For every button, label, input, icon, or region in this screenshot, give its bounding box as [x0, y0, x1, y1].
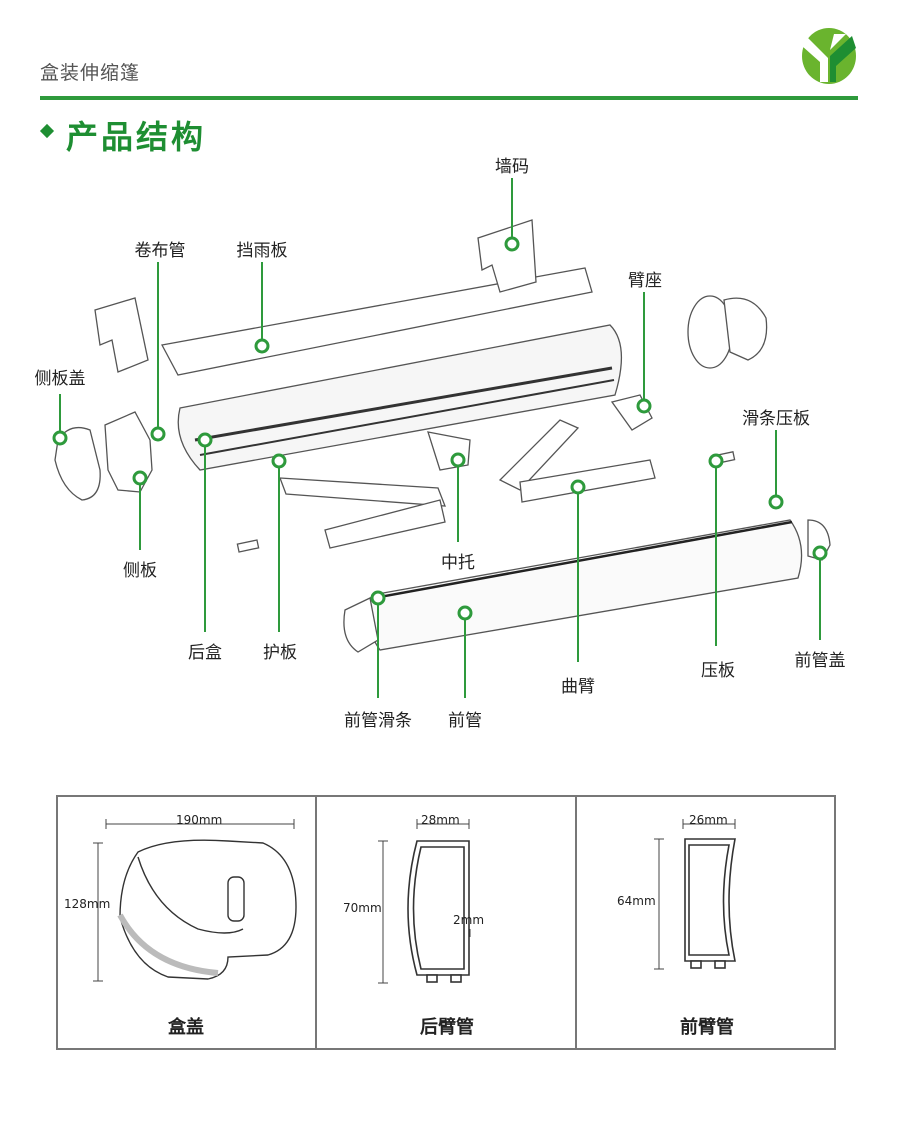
marker-folding-arm	[570, 479, 586, 495]
label-wall-bracket: 墙码	[495, 157, 529, 177]
brand-logo-icon	[802, 28, 856, 84]
dim-box-width: 190mm	[176, 813, 223, 827]
label-rain-cover: 挡雨板	[236, 241, 288, 261]
left-bracket-shape	[94, 297, 149, 373]
profile-name-box-cover: 盒盖	[168, 1017, 204, 1038]
side-cover-shape	[54, 426, 101, 501]
exploded-diagram	[52, 178, 831, 698]
marker-press-plate	[708, 453, 724, 469]
dim-rear-arm-width: 28mm	[421, 813, 460, 827]
dim-front-arm-width: 26mm	[689, 813, 728, 827]
dim-front-arm-height: 64mm	[617, 894, 656, 908]
label-press-plate: 压板	[701, 661, 735, 681]
marker-side-cover	[52, 430, 68, 446]
rain-cover-shape	[161, 267, 593, 376]
profile-front-arm-tube: 26mm 64mm 前臂管	[577, 797, 834, 1048]
marker-arm-seat	[636, 398, 652, 414]
marker-guard-plate	[271, 453, 287, 469]
wall-bracket-shape	[477, 219, 537, 293]
dim-rear-arm-height: 70mm	[343, 901, 382, 915]
right-arm-shape	[498, 419, 580, 491]
profile-box-cover: 190mm 128mm 盒盖	[58, 797, 315, 1048]
header-rule	[40, 96, 858, 100]
label-arm-seat: 臂座	[628, 271, 662, 291]
marker-front-tube-cap	[812, 545, 828, 561]
label-middle-support: 中托	[441, 553, 475, 573]
profile-name-rear-arm-tube: 后臂管	[420, 1017, 474, 1038]
label-strip-clamp: 滑条压板	[742, 409, 810, 429]
label-front-tube-slide: 前管滑条	[344, 711, 412, 731]
label-side-plate: 侧板	[123, 561, 157, 581]
marker-strip-clamp	[768, 494, 784, 510]
marker-side-plate	[132, 470, 148, 486]
marker-front-tube-slide	[370, 590, 386, 606]
header-title: 盒装伸缩篷	[40, 62, 141, 84]
panel-divider	[315, 797, 317, 1048]
marker-front-tube	[457, 605, 473, 621]
label-front-tube: 前管	[448, 711, 482, 731]
front-cap-left-shape	[343, 597, 379, 653]
rear-box-shape	[177, 324, 623, 471]
left-arm-shape	[279, 477, 446, 507]
profile-rear-arm-tube: 28mm 70mm 2mm 后臂管	[317, 797, 575, 1048]
section-title: 产品结构	[66, 118, 207, 156]
profile-name-front-arm-tube: 前臂管	[680, 1017, 734, 1038]
marker-roller-tube	[150, 426, 166, 442]
label-folding-arm: 曲臂	[561, 677, 595, 697]
end-cap-right-shape	[723, 297, 768, 361]
panel-divider	[575, 797, 577, 1048]
label-rear-box: 后盒	[188, 643, 222, 663]
label-guard-plate: 护板	[263, 643, 297, 663]
marker-middle-support	[450, 452, 466, 468]
front-tube-shape	[367, 519, 803, 651]
marker-wall-bracket	[504, 236, 520, 252]
dim-box-height: 128mm	[64, 897, 111, 911]
profile-panel: 190mm 128mm 盒盖 28mm 70mm 2mm 后臂管	[56, 795, 836, 1050]
marker-rain-cover	[254, 338, 270, 354]
label-front-tube-cap: 前管盖	[794, 651, 846, 671]
dim-rear-arm-wall: 2mm	[453, 913, 485, 927]
label-roller-tube: 卷布管	[134, 241, 186, 261]
marker-rear-box	[197, 432, 213, 448]
label-side-cover: 侧板盖	[34, 369, 86, 389]
